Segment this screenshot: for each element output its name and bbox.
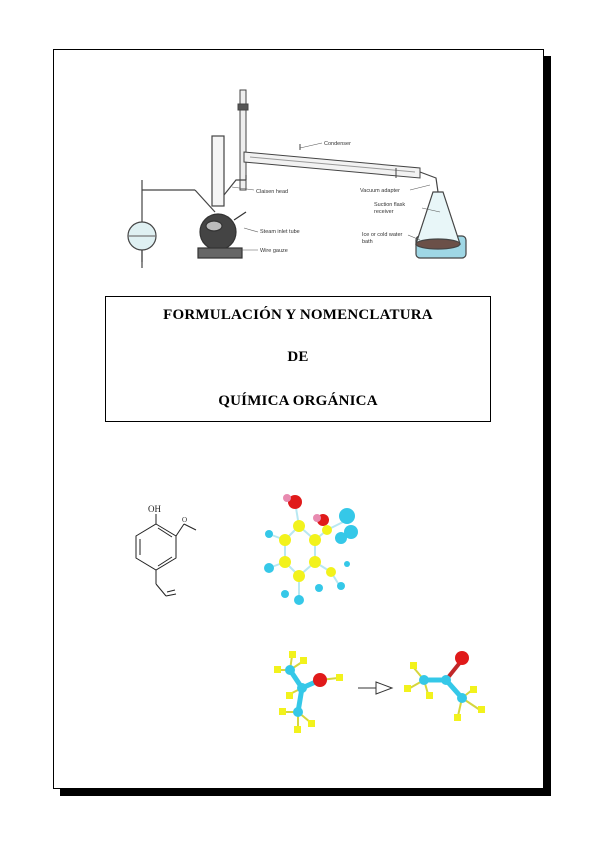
skeletal-structure: OH O	[135, 504, 197, 597]
title-line-2: DE	[287, 349, 309, 365]
separatory-funnel	[127, 180, 216, 268]
title-box: FORMULACIÓN Y NOMENCLATURA DE QUÍMICA OR…	[105, 296, 491, 422]
label-claisen-head: Claisen head	[256, 189, 288, 195]
apparatus-label-lines	[231, 142, 441, 251]
condenser	[243, 144, 421, 179]
reactant-molecule	[274, 651, 343, 733]
label-ice-bath-2: bath	[362, 239, 373, 245]
label-condenser: Condenser	[324, 141, 351, 147]
claisen-head	[211, 135, 247, 207]
svg-text:O: O	[182, 516, 187, 524]
ball-and-stick-molecule	[264, 494, 358, 605]
product-molecule	[404, 651, 485, 721]
hydroxyl-label: OH	[148, 504, 161, 514]
title-line-3: QUÍMICA ORGÁNICA	[218, 393, 378, 409]
label-receiver: receiver	[374, 209, 394, 215]
distillation-apparatus-illustration: Condenser Claisen head Vacuum adapter St…	[127, 89, 467, 268]
thermometer	[237, 89, 249, 191]
suction-flask	[415, 191, 467, 259]
reaction-arrow	[358, 681, 394, 695]
title-line-1: FORMULACIÓN Y NOMENCLATURA	[163, 307, 433, 323]
reaction-scheme	[274, 651, 485, 733]
vacuum-adapter	[419, 171, 439, 193]
label-suction-flask: Suction flask	[374, 202, 405, 208]
round-bottom-flask	[197, 211, 247, 259]
label-wire-gauze: Wire gauze	[260, 248, 288, 254]
label-vacuum-adapter: Vacuum adapter	[360, 188, 400, 194]
label-ice-bath: Ice or cold water	[362, 232, 403, 238]
label-steam-inlet-tube: Steam inlet tube	[260, 229, 300, 235]
